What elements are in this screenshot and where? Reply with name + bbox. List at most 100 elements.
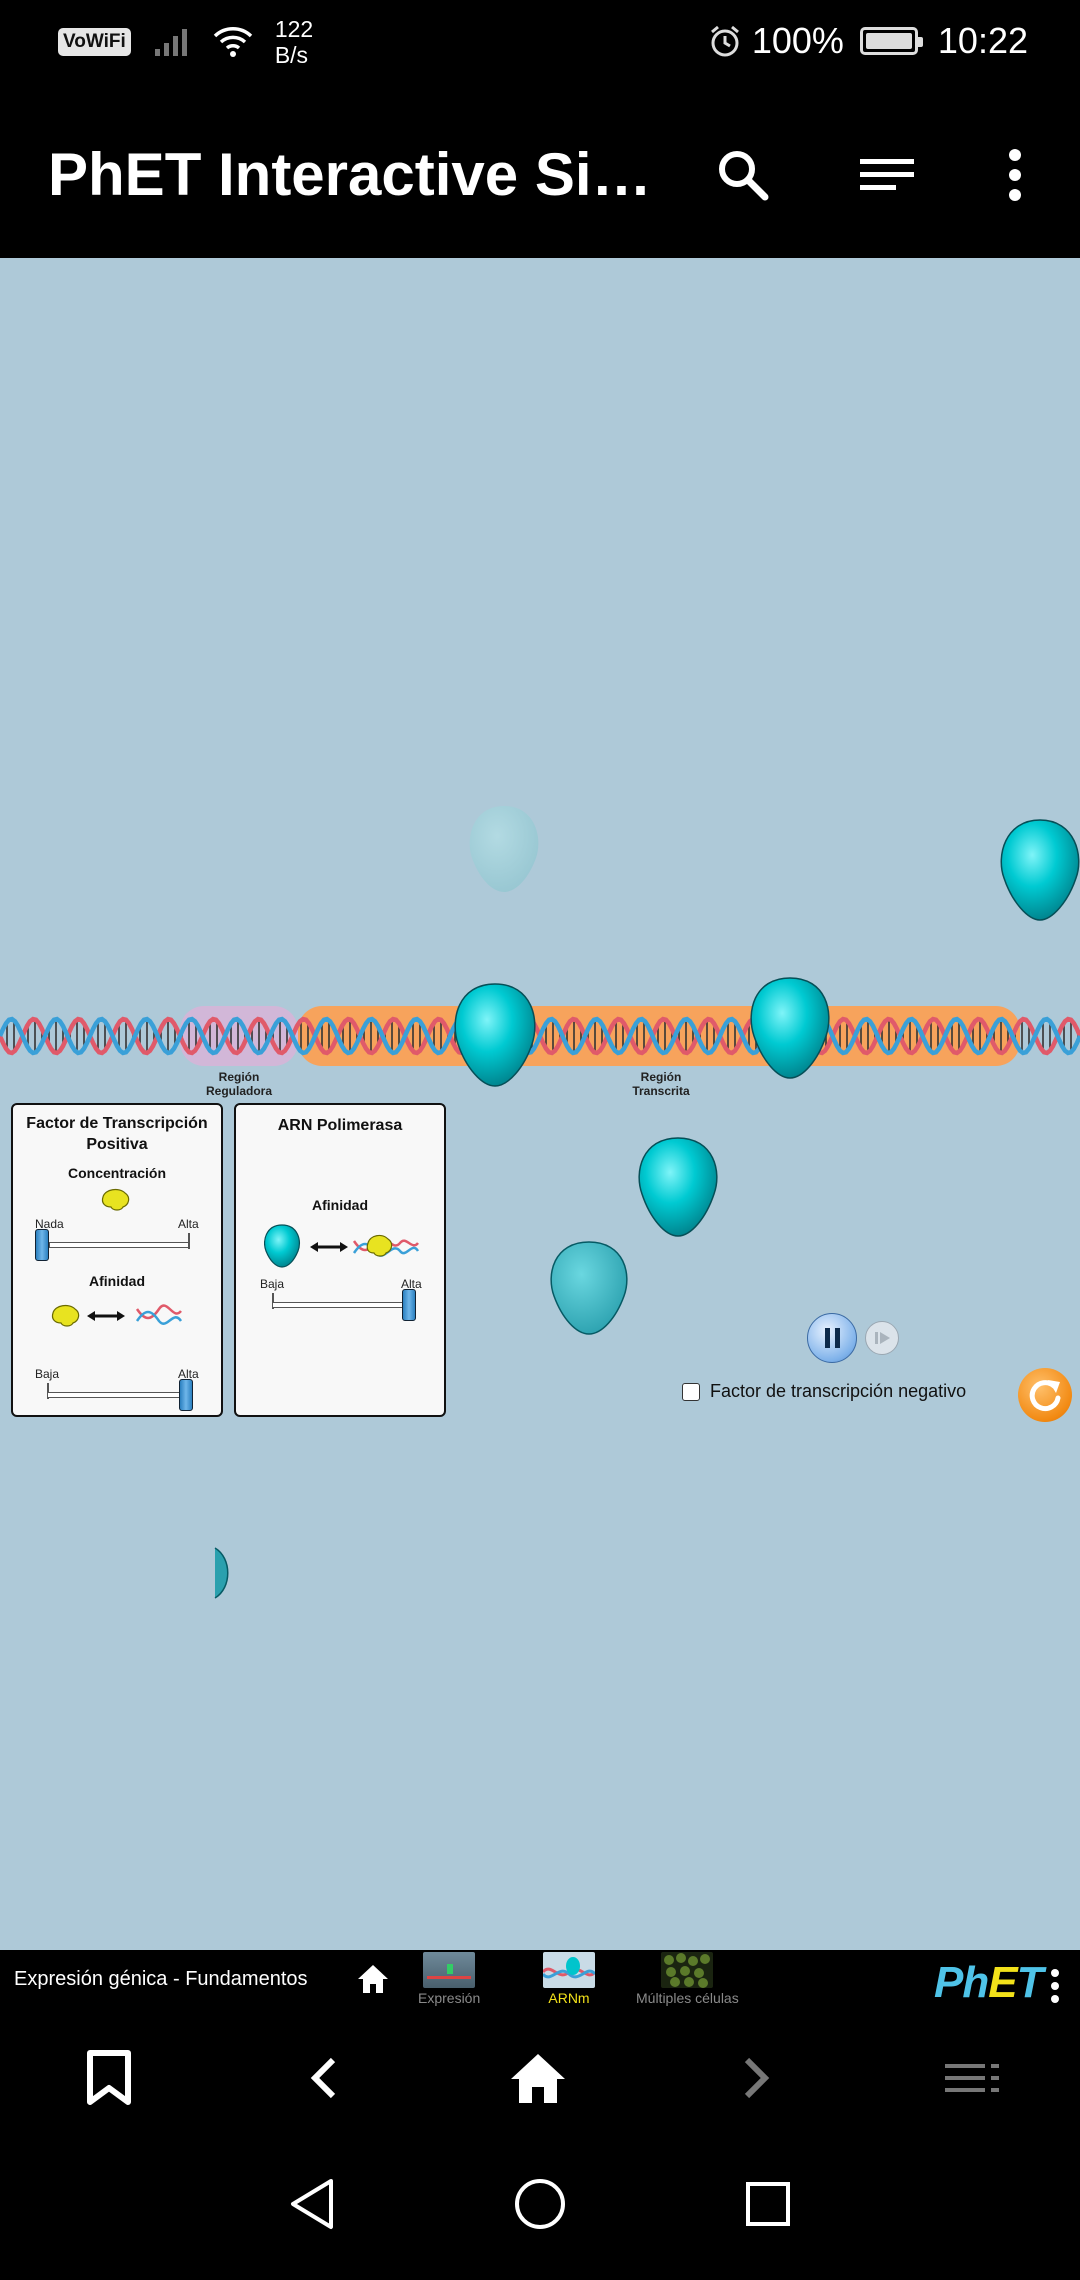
home-icon [358,1965,388,1993]
tf-affinity-label: Afinidad [89,1273,145,1289]
back-chevron-icon [310,2057,336,2099]
polymerase-affinity-label: Afinidad [312,1197,368,1213]
polymerase-free-1[interactable] [638,1137,718,1237]
battery-icon [859,27,923,55]
home-circle-icon [515,2179,565,2229]
system-recents-button[interactable] [738,2174,798,2234]
phet-logo[interactable]: PhET [934,1958,1043,2007]
more-vert-icon [1009,149,1021,201]
polymerase-affinity-min-label: Baja [260,1277,285,1291]
screen-label-multiples: Múltiples células [636,1990,739,2006]
system-navigation-bar [0,2132,1080,2280]
multiples-thumb-art [664,1953,711,1988]
browser-home-button[interactable] [508,2048,568,2108]
system-back-button[interactable] [282,2174,342,2234]
tf-affinity-illustration [51,1304,183,1327]
polymerase-affinity-slider-end [272,1293,274,1309]
vowifi-badge: VoWiFi [58,28,131,56]
wifi-icon [213,27,253,57]
dna-strand-b [0,1016,1080,1056]
phet-menu-icon[interactable] [1050,1968,1060,2004]
transcribed-region-label: Región Transcrita [632,1070,690,1098]
app-bar: PhET Interactive Si… [0,90,1080,258]
polymerase-on-dna-1[interactable] [454,983,536,1087]
tf-molecule-icon [101,1188,130,1211]
browser-bottom-bar [0,2020,1080,2132]
back-triangle-icon [291,2179,333,2229]
clock: 10:22 [937,20,1028,61]
dna-scene [0,806,1080,1599]
step-forward-button[interactable] [865,1321,899,1355]
screen-label-expresion: Expresión [418,1990,481,2006]
screen-expresion[interactable]: Expresión [418,1952,480,2006]
polymerase-affinity-slider-thumb[interactable] [402,1289,416,1321]
step-forward-icon [874,1331,890,1344]
concentration-slider-track[interactable] [49,1242,189,1248]
concentration-slider-end [188,1233,190,1249]
expresion-thumb-art [427,1964,472,1979]
screen-multiples-celulas[interactable]: Múltiples células [636,1952,739,2006]
tf-affinity-max-label: Alta [178,1367,199,1381]
polymerase-affinity-slider-track[interactable] [272,1302,412,1308]
menu-lines-icon [860,159,914,190]
concentration-label: Concentración [67,1165,166,1181]
forward-chevron-icon [744,2057,770,2099]
polymerase-on-dna-2[interactable] [750,977,830,1079]
polymerase-faded [469,806,539,892]
rna-polymerase-title: ARN Polimerasa [277,1117,403,1134]
sim-title: Expresión génica - Fundamentos [14,1968,308,1990]
search-icon [719,151,769,201]
bookmark-button[interactable] [79,2048,139,2108]
polymerase-affinity-max-label: Alta [401,1277,422,1291]
pause-icon-bar [824,1328,830,1348]
tf-affinity-slider-thumb[interactable] [179,1379,193,1411]
polymerase-partial-behind-panel [214,1547,229,1599]
tf-affinity-slider-track[interactable] [47,1392,187,1398]
recents-square-icon [746,2182,790,2226]
menu-button[interactable] [852,140,922,210]
screen-arnm[interactable]: ARNm [541,1952,597,2006]
negative-tf-toggle[interactable]: Factor de transcripción negativo [682,1381,966,1402]
negative-tf-label: Factor de transcripción negativo [710,1381,967,1401]
pause-button[interactable] [807,1313,857,1363]
forward-button[interactable] [726,2048,786,2108]
regulatory-region-label: Región Reguladora [205,1070,272,1098]
tf-affinity-min-label: Baja [35,1367,60,1381]
network-speed: 122 B/s [274,16,314,68]
polymerase-free-2[interactable] [550,1241,628,1335]
reset-icon [1029,1380,1061,1412]
polymerase-right-edge[interactable] [1000,819,1080,921]
status-bar: VoWiFi 122 B/s [0,0,1080,90]
search-button[interactable] [708,140,778,210]
phet-navigation-bar: Expresión génica - Fundamentos Expresión… [0,1950,1080,2020]
overflow-menu-button[interactable] [980,140,1050,210]
concentration-max-label: Alta [178,1217,199,1231]
concentration-min-label: Nada [35,1217,64,1231]
screen-thumb-expresion [423,1952,476,1988]
dna-helix [0,1016,1080,1056]
pause-icon-bar [834,1328,840,1348]
positive-tf-title: Factor de Transcripción Positiva [26,1115,208,1153]
bookmark-icon [87,2050,131,2105]
tabs-button[interactable] [942,2048,1002,2108]
cell-signal-icon [154,29,187,56]
negative-tf-checkbox[interactable] [682,1382,700,1401]
battery-percent: 100% [751,20,844,61]
concentration-slider-thumb[interactable] [35,1229,49,1261]
positive-tf-panel: Factor de Transcripción Positiva Concent… [11,1103,223,1417]
arnm-thumb-art [541,1957,597,1979]
home-screen-button[interactable] [355,1962,391,2001]
simulation-canvas[interactable]: Región Reguladora Región Transcrita Fact… [0,258,1080,1950]
polymerase-affinity-illustration [264,1224,420,1268]
app-title: PhET Interactive Si… [48,141,652,208]
reset-all-button[interactable] [1018,1368,1072,1422]
tabs-icon [945,2064,999,2092]
rna-polymerase-panel: ARN Polimerasa Afinidad Baja Alta [234,1103,446,1417]
home-icon [511,2054,565,2103]
system-home-button[interactable] [510,2174,570,2234]
screen-thumb-arnm [541,1952,597,1988]
back-button[interactable] [294,2048,354,2108]
screen-thumb-multiples [661,1952,714,1988]
screen-label-arnm: ARNm [548,1990,590,2006]
alarm-icon [710,25,739,57]
